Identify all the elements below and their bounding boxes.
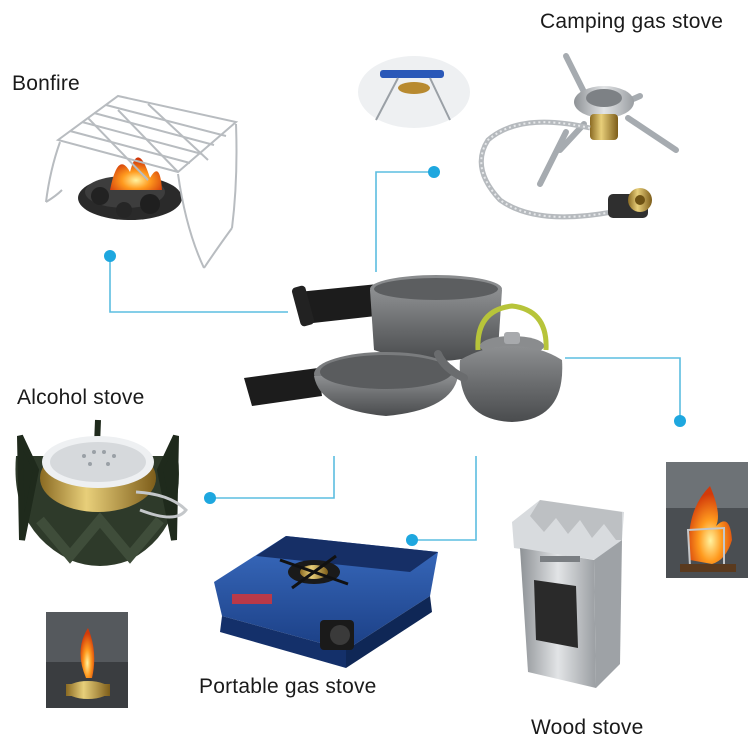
connector-lines: [109, 171, 681, 541]
bonfire-grill-icon: [45, 94, 239, 269]
camping-gas-stove-icon: [358, 53, 679, 220]
portable-gas-stove-icon: [214, 536, 438, 668]
connector-dots: [104, 166, 686, 546]
alcohol-stove-icon: [15, 419, 188, 566]
label-portable-gas-stove: Portable gas stove: [199, 675, 377, 698]
label-bonfire: Bonfire: [12, 72, 80, 95]
label-wood-stove: Wood stove: [531, 716, 644, 739]
alcohol-stove-thumbnail: [46, 612, 128, 708]
connector-bonfire: [109, 256, 288, 313]
connector-alcohol: [210, 456, 335, 499]
connector-portable: [412, 456, 477, 541]
cookware-set-icon: [244, 275, 563, 422]
wood-stove-icon: [512, 500, 624, 688]
connector-wood: [565, 357, 681, 421]
label-camping-gas-stove: Camping gas stove: [540, 10, 724, 33]
connector-camping: [375, 171, 434, 272]
label-alcohol-stove: Alcohol stove: [17, 386, 145, 409]
wood-stove-thumbnail: [666, 462, 748, 578]
